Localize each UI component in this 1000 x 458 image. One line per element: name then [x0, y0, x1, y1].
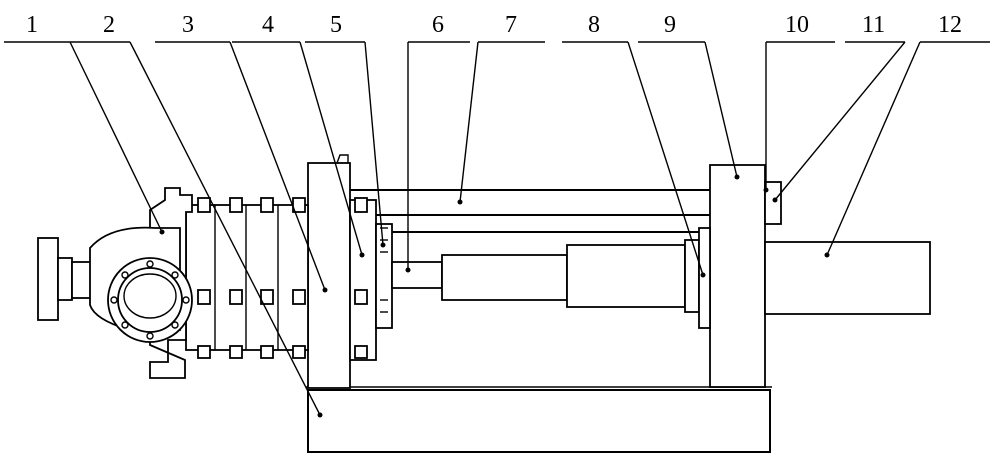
- leader-12: [826, 41, 921, 256]
- left-end-plate: [307, 162, 351, 389]
- bolt-hole: [171, 271, 179, 279]
- leader-dot-9: [734, 174, 740, 180]
- bolt: [354, 345, 368, 359]
- drive-shaft: [391, 261, 443, 289]
- callout-7: 7: [505, 12, 517, 38]
- leader-dot-10: [763, 187, 769, 193]
- flange-bolt-holes: [110, 260, 190, 340]
- stage-bolts-mid: [197, 289, 368, 305]
- leader-lines: [69, 41, 921, 416]
- leader-1: [69, 41, 163, 233]
- callout-2: 2: [103, 12, 115, 38]
- leader-dot-4: [359, 252, 365, 258]
- outlet-bore-inner: [123, 273, 177, 319]
- bolt-hole: [171, 321, 179, 329]
- bolt: [197, 289, 211, 305]
- coupling-assembly: [375, 223, 443, 329]
- bolt: [260, 345, 274, 359]
- mount-bracket: [764, 181, 782, 225]
- callout-5: 5: [330, 12, 342, 38]
- callout-4: 4: [262, 12, 274, 38]
- bolt-hole: [146, 332, 154, 340]
- outlet-bore: [117, 267, 183, 333]
- right-end-plate: [709, 164, 766, 388]
- pump-body: [185, 204, 309, 351]
- leader-dot-3: [322, 287, 328, 293]
- leader-dot-12: [824, 252, 830, 258]
- hand-wheel: [37, 237, 59, 321]
- bolt-hole: [110, 296, 118, 304]
- cylinder-rod: [441, 254, 568, 301]
- bolt-hole: [121, 321, 129, 329]
- bolt-hole: [146, 260, 154, 268]
- callout-12: 12: [938, 12, 962, 38]
- drive-end: [764, 181, 931, 315]
- hydraulic-cylinder: [441, 227, 711, 329]
- bolt: [197, 345, 211, 359]
- base-frame: [306, 189, 772, 453]
- leader-11: [774, 41, 906, 201]
- bolt: [354, 197, 368, 213]
- bolt: [197, 197, 211, 213]
- leader-2: [129, 41, 321, 416]
- callout-9: 9: [664, 12, 676, 38]
- cylinder-barrel: [566, 244, 686, 308]
- base-beam: [307, 389, 771, 453]
- cylinder-end-cap: [684, 239, 700, 313]
- leader-7: [459, 41, 479, 203]
- callout-1: 1: [26, 12, 38, 38]
- callout-3: 3: [182, 12, 194, 38]
- inner-plate: [349, 199, 377, 361]
- hand-wheel-hub: [57, 257, 73, 301]
- leader-9: [704, 41, 738, 178]
- bolt-hole: [121, 271, 129, 279]
- leader-dot-11: [772, 197, 778, 203]
- leader-3: [229, 41, 326, 291]
- callout-6: 6: [432, 12, 444, 38]
- bolt: [354, 289, 368, 305]
- bolt: [260, 289, 274, 305]
- bolt: [229, 345, 243, 359]
- leader-dots: [159, 174, 830, 418]
- stage-bolts-bottom: [197, 197, 368, 359]
- leader-dot-2: [317, 412, 323, 418]
- callout-10: 10: [785, 12, 809, 38]
- bolt: [260, 197, 274, 213]
- leader-8: [627, 41, 704, 276]
- callout-11: 11: [862, 12, 885, 38]
- leader-dot-8: [700, 272, 706, 278]
- bolt-hole: [182, 296, 190, 304]
- bolt: [229, 197, 243, 213]
- plate-tab: [336, 154, 349, 164]
- leader-dot-7: [457, 199, 463, 205]
- callout-8: 8: [588, 12, 600, 38]
- cylinder-flange: [698, 227, 711, 329]
- leader-dot-5: [380, 242, 386, 248]
- inlet-assembly: [37, 187, 193, 379]
- leader-dot-1: [159, 229, 165, 235]
- bolt: [229, 289, 243, 305]
- leader-4: [299, 41, 363, 256]
- pump-stack: [185, 197, 368, 359]
- motor-housing: [764, 241, 931, 315]
- bolt: [292, 289, 306, 305]
- leader-5: [364, 41, 384, 246]
- callout-labels: 1 2 3 4 5 6 7 8 9 10 11 12: [26, 12, 962, 38]
- bolt: [292, 345, 306, 359]
- leader-dot-6: [405, 267, 411, 273]
